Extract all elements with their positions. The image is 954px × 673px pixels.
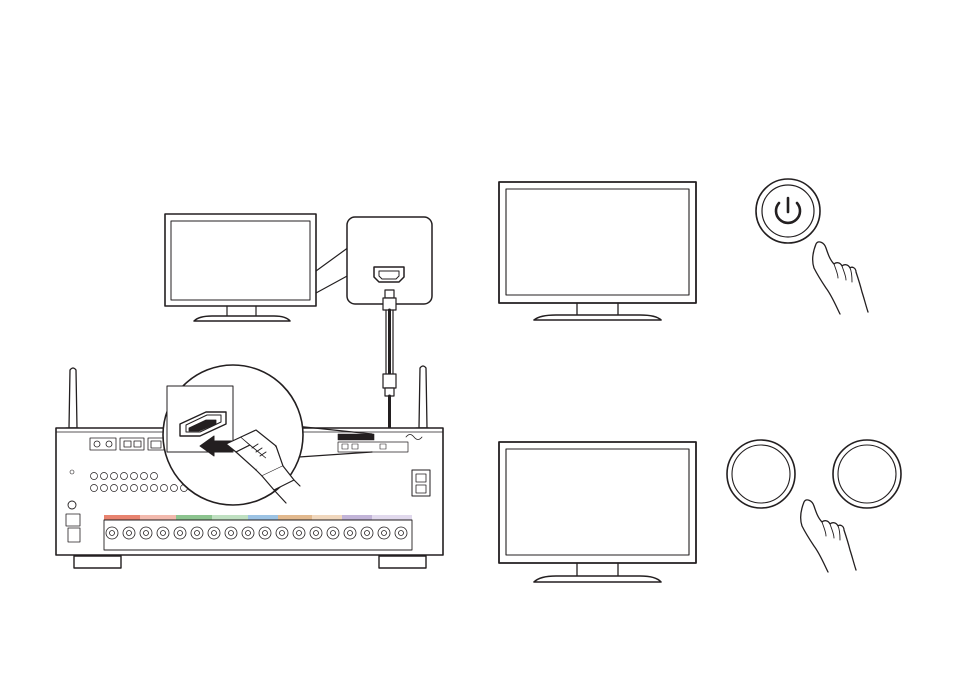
speaker-terminal-core (194, 530, 200, 536)
speaker-terminal (326, 526, 340, 540)
hdmi-port-icon (373, 266, 405, 283)
hdmi-cable (370, 289, 397, 436)
speaker-terminal (292, 526, 306, 540)
hdmi-plug-icon (225, 429, 301, 504)
speaker-terminal-core (381, 530, 387, 536)
speaker-terminal-core (177, 530, 183, 536)
pointing-hand-icon-2 (800, 499, 857, 573)
speaker-terminal (241, 526, 255, 540)
tv-middle-top (498, 181, 697, 321)
rca-jack (110, 472, 118, 480)
pointing-hand-icon (812, 241, 869, 315)
speaker-terminal-strip (103, 515, 413, 551)
speaker-terminal (139, 526, 153, 540)
speaker-terminal-core (143, 530, 149, 536)
speaker-terminal-core (313, 530, 319, 536)
speaker-terminal (394, 526, 408, 540)
speaker-terminal-core (109, 530, 115, 536)
speaker-terminal-core (398, 530, 404, 536)
hdmi-plug-callout (162, 364, 304, 506)
rca-jack (130, 484, 138, 492)
tv-left (164, 213, 317, 322)
rca-jack (100, 484, 108, 492)
rca-jack (90, 484, 98, 492)
select-input-panel (498, 439, 902, 583)
rca-jack (160, 484, 168, 492)
round-button-left (726, 439, 796, 509)
power-icon (774, 196, 802, 225)
rca-jack (120, 472, 128, 480)
power-on-panel (498, 178, 869, 321)
speaker-terminal (105, 526, 119, 540)
speaker-terminal (207, 526, 221, 540)
round-button-right (832, 439, 902, 509)
rca-jack (170, 484, 178, 492)
speaker-terminal (275, 526, 289, 540)
speaker-terminal-core (279, 530, 285, 536)
speaker-terminal (343, 526, 357, 540)
speaker-terminal (224, 526, 238, 540)
rca-jack (110, 484, 118, 492)
speaker-terminal-core (211, 530, 217, 536)
hdmi-port-icon-zoom (179, 411, 227, 437)
speaker-terminal (156, 526, 170, 540)
speaker-terminal (360, 526, 374, 540)
rca-jack (120, 484, 128, 492)
rca-jack (140, 472, 148, 480)
rca-jack (150, 484, 158, 492)
rca-jack (140, 484, 148, 492)
speaker-terminal (258, 526, 272, 540)
rca-jack (150, 472, 158, 480)
rca-jack (100, 472, 108, 480)
speaker-terminal (122, 526, 136, 540)
power-button (755, 178, 821, 244)
speaker-terminal-core (228, 530, 234, 536)
speaker-terminal-core (347, 530, 353, 536)
connect-hdmi-panel (55, 213, 444, 569)
speaker-terminal-core (160, 530, 166, 536)
speaker-terminal (190, 526, 204, 540)
speaker-terminal-core (262, 530, 268, 536)
rca-jack (130, 472, 138, 480)
speaker-terminal-core (330, 530, 336, 536)
speaker-terminal (309, 526, 323, 540)
speaker-terminal-core (245, 530, 251, 536)
rca-jack (90, 472, 98, 480)
speaker-terminal-core (364, 530, 370, 536)
speaker-terminal-core (126, 530, 132, 536)
tv-middle-bottom (498, 441, 697, 583)
speaker-terminal (173, 526, 187, 540)
speaker-terminal (377, 526, 391, 540)
speaker-terminal-core (296, 530, 302, 536)
